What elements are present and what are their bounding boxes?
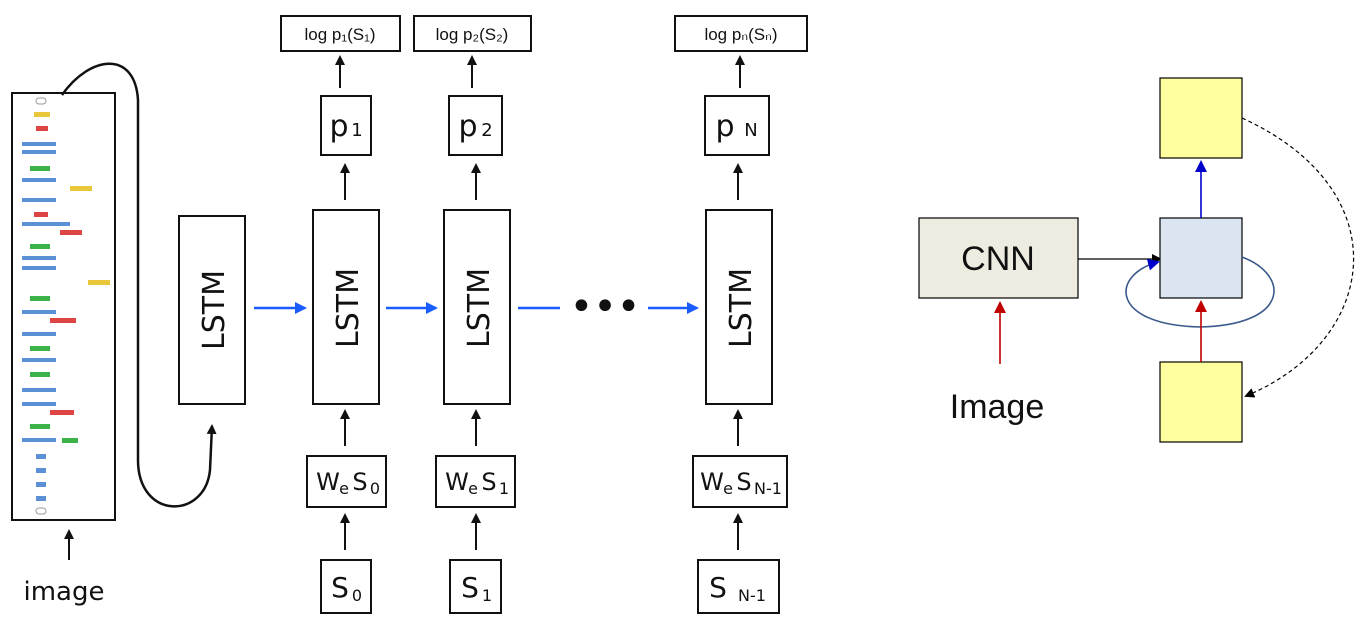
word-box-1 xyxy=(320,559,372,614)
embed-box-n xyxy=(692,455,788,508)
embed-e-1: e xyxy=(339,479,349,498)
lstm-init-cell: LSTM xyxy=(178,215,246,405)
prob-main-n: p xyxy=(715,109,734,144)
image-label-right: Image xyxy=(950,388,1045,426)
word-sub-2: 1 xyxy=(482,586,492,605)
rnn-output-box xyxy=(1159,77,1243,159)
cnn-network-column xyxy=(11,92,116,521)
image-label: image xyxy=(24,577,105,607)
lstm-label-1: LSTM xyxy=(331,268,366,348)
step-2: log p₂(S₂) p 2 LSTM W e S 1 S 1 xyxy=(413,15,532,614)
embed-box-1 xyxy=(306,455,387,508)
cnn-box xyxy=(918,217,1079,299)
prob-box-1 xyxy=(320,95,372,156)
rnn-diagram: CNN Image xyxy=(918,77,1355,443)
lstm-cell-n xyxy=(705,209,773,405)
feedback-dashed-arrow xyxy=(1241,117,1355,398)
output-label-1: log p₁(S₁) xyxy=(305,25,376,44)
word-main-2: S xyxy=(461,571,479,604)
word-sub-1: 0 xyxy=(352,586,362,605)
embed-w-n: W xyxy=(700,468,724,496)
embed-e-2: e xyxy=(468,479,478,498)
embed-e-n: e xyxy=(723,479,733,498)
cnn-layer-thumbnails xyxy=(22,97,110,515)
embed-w-2: W xyxy=(445,468,469,496)
ellipsis-dots: ••• xyxy=(570,284,641,330)
output-box-1 xyxy=(280,15,401,52)
output-box-2 xyxy=(413,15,532,52)
lstm-cell-2 xyxy=(443,209,511,405)
recurrent-loop-arrow xyxy=(1125,256,1275,328)
output-box-n xyxy=(674,15,808,52)
embed-s-1: S xyxy=(352,468,367,496)
word-box-2 xyxy=(449,559,502,614)
embed-box-2 xyxy=(435,455,516,508)
embed-sub-1: 0 xyxy=(370,479,380,498)
prob-sub-n: N xyxy=(744,120,757,141)
embed-s-2: S xyxy=(481,468,496,496)
prob-sub-1: 1 xyxy=(351,120,362,141)
output-label-n: log pₙ(Sₙ) xyxy=(704,25,777,44)
rnn-input-box xyxy=(1159,361,1243,443)
lstm-label-2: LSTM xyxy=(462,268,497,348)
prob-box-n xyxy=(704,95,770,156)
cnn-label: CNN xyxy=(961,240,1035,278)
output-label-2: log p₂(S₂) xyxy=(436,25,509,44)
cnn-to-lstm-connector xyxy=(60,62,217,508)
step-1: log p₁(S₁) p 1 LSTM W e S 0 S 0 xyxy=(280,15,401,614)
embed-s-n: S xyxy=(736,468,751,496)
embed-sub-2: 1 xyxy=(499,479,509,498)
lstm-cell-1 xyxy=(312,209,380,405)
prob-sub-2: 2 xyxy=(481,120,492,141)
prob-box-2 xyxy=(448,95,503,156)
step-n: log pₙ(Sₙ) p N LSTM W e S N-1 S N-1 xyxy=(674,15,808,614)
rnn-hidden-box xyxy=(1159,217,1243,299)
prob-main-2: p xyxy=(458,109,477,144)
lstm-init-label: LSTM xyxy=(197,270,232,350)
word-main-n: S xyxy=(709,571,727,604)
embed-sub-n: N-1 xyxy=(754,479,782,498)
word-main-1: S xyxy=(331,571,349,604)
word-sub-n: N-1 xyxy=(738,586,766,605)
lstm-label-n: LSTM xyxy=(724,268,759,348)
prob-main-1: p xyxy=(329,109,348,144)
word-box-n xyxy=(697,559,780,614)
embed-w-1: W xyxy=(316,468,340,496)
